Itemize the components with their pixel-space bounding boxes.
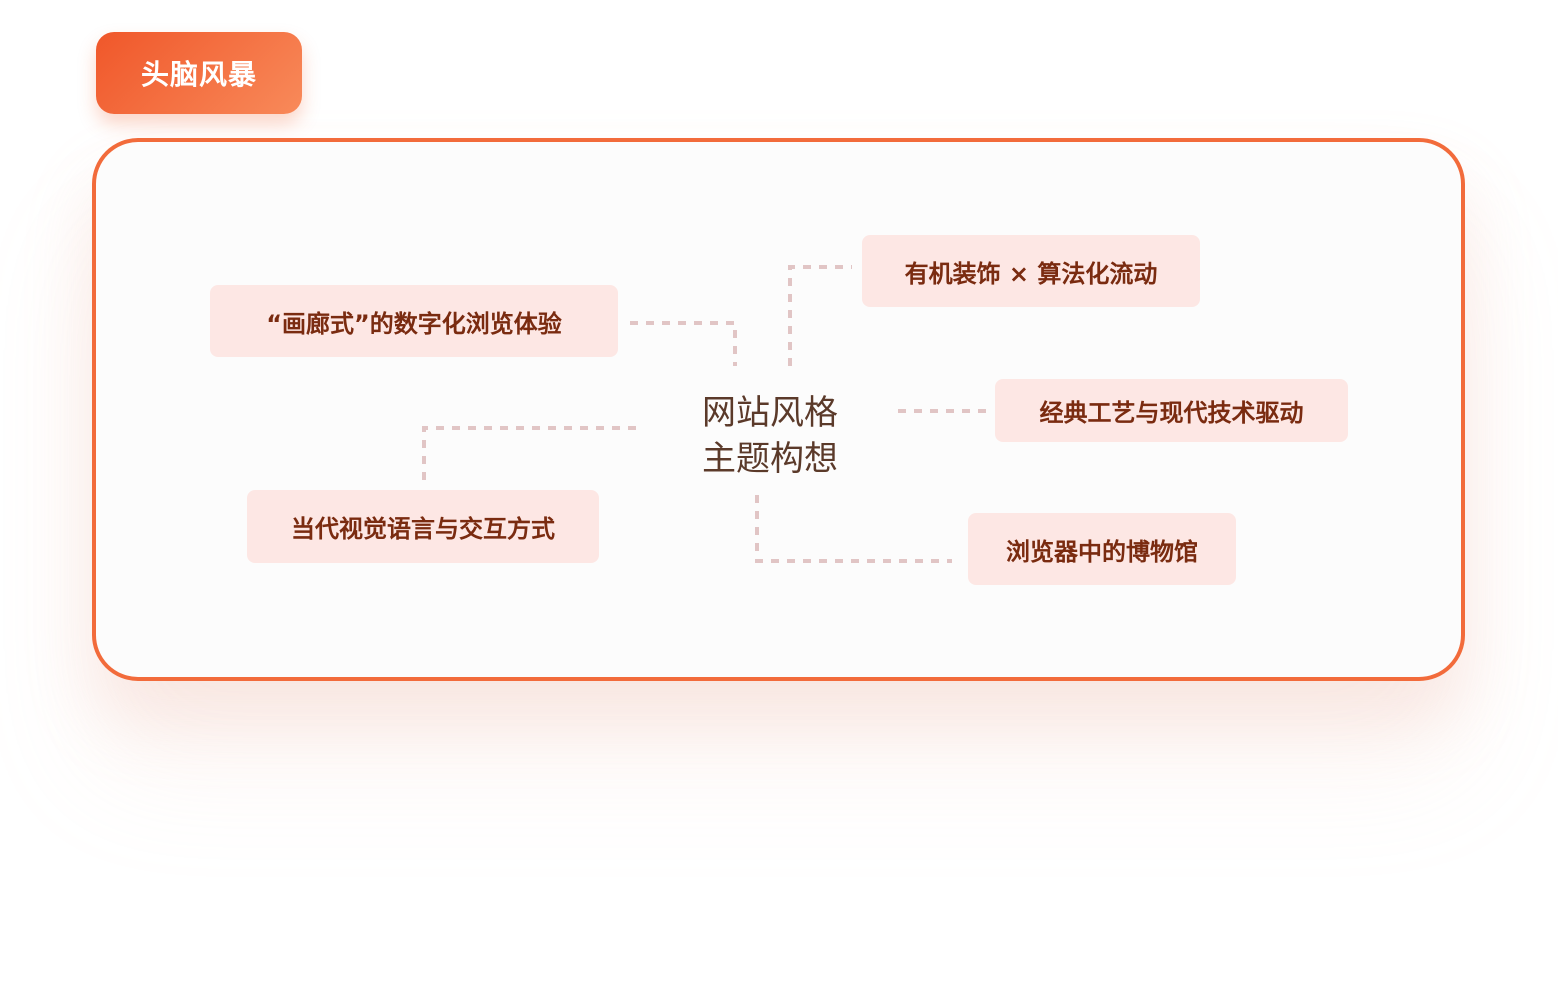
center-topic-line-1: 网站风格 [702, 393, 838, 433]
idea-card-label: 经典工艺与现代技术驱动 [1039, 399, 1304, 427]
idea-card-label: 当代视觉语言与交互方式 [291, 515, 555, 543]
center-topic-line-2: 主题构想 [702, 439, 838, 479]
center-topic: 网站风格 主题构想 [680, 390, 860, 490]
idea-card-browser-museum: 浏览器中的博物馆 [968, 513, 1236, 585]
idea-card-organic-decoration: 有机装饰 × 算法化流动 [862, 235, 1200, 307]
idea-card-label: 浏览器中的博物馆 [1006, 537, 1198, 566]
idea-card-contemporary-language: 当代视觉语言与交互方式 [247, 490, 599, 563]
idea-card-label: 有机装饰 × 算法化流动 [904, 259, 1158, 288]
brainstorm-tag: 头脑风暴 [96, 32, 302, 114]
idea-card-gallery-browsing: “画廊式”的数字化浏览体验 [210, 285, 618, 357]
brainstorm-tag-label: 头脑风暴 [140, 58, 257, 91]
idea-card-label: “画廊式”的数字化浏览体验 [266, 309, 562, 338]
idea-card-craft-tech: 经典工艺与现代技术驱动 [995, 379, 1348, 442]
